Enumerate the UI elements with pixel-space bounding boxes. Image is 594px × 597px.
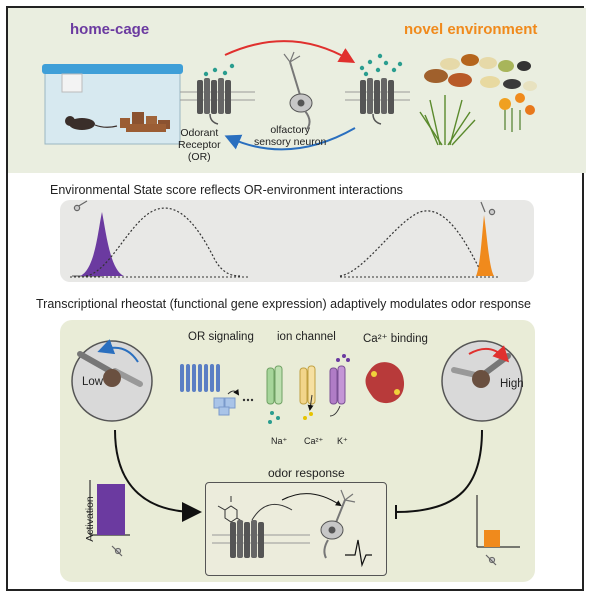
section3-title: Transcriptional rheostat (functional gen… <box>36 297 531 311</box>
or-signaling-label: OR signaling <box>188 331 254 343</box>
high-to-response-inhibition <box>395 429 483 513</box>
low-dial <box>71 339 153 422</box>
ca-binding-label: Ca²⁺ binding <box>363 333 428 345</box>
novel-environment-title: novel environment <box>404 21 538 38</box>
novel-environment-illustration <box>419 54 537 146</box>
high-label: High <box>500 378 524 390</box>
potassium-label: K⁺ <box>337 436 348 446</box>
sodium-label: Na⁺ <box>271 436 288 446</box>
distribution-panel <box>60 200 534 282</box>
odor-response-contents <box>212 489 372 568</box>
calcium-label: Ca²⁺ <box>304 436 324 446</box>
ion-channel-label: ion channel <box>277 331 336 343</box>
ca-binding-protein <box>365 362 405 404</box>
red-arrow <box>224 40 356 64</box>
distribution-curves <box>70 200 500 278</box>
low-to-response-arrow <box>114 429 202 522</box>
right-activation-bar <box>476 495 520 566</box>
left-odorant-receptor <box>180 63 255 125</box>
or-signaling-receptor <box>180 364 254 416</box>
odorant-receptor-label: Odorant Receptor (OR) <box>178 127 221 163</box>
home-cage-title: home-cage <box>70 21 150 38</box>
olfactory-sensory-neuron <box>283 51 313 130</box>
high-dial <box>441 340 523 422</box>
odor-response-title: odor response <box>268 466 345 480</box>
low-label: Low <box>82 376 104 388</box>
right-odorant-receptor <box>345 53 410 125</box>
left-activation-bar <box>89 480 130 557</box>
activation-axis-label: Activation <box>84 496 96 542</box>
novel-dashed-curve <box>339 210 481 277</box>
section2-title: Environmental State score reflects OR-en… <box>50 183 403 197</box>
blue-arrow <box>224 127 356 151</box>
home-peak <box>80 212 124 276</box>
olfactory-neuron-label: olfactory sensory neuron <box>254 124 327 148</box>
home-cage-illustration <box>42 64 183 145</box>
home-dashed-curve <box>85 207 241 277</box>
novel-peak <box>476 215 494 276</box>
ion-channels <box>266 354 350 424</box>
